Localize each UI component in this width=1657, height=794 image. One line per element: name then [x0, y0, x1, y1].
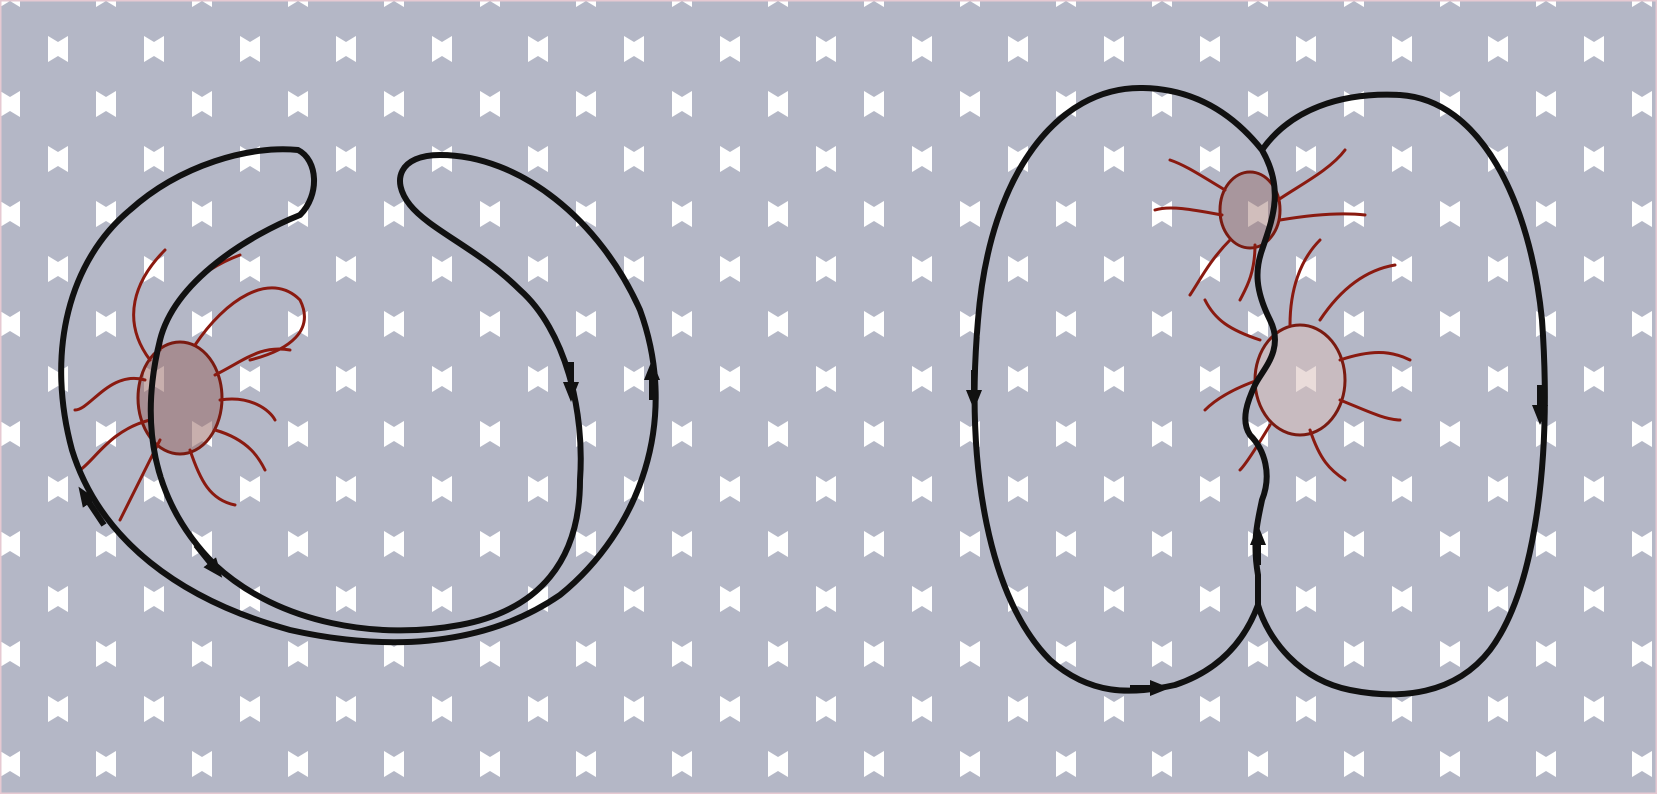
diagram-canvas [0, 0, 1657, 794]
figure [0, 0, 1657, 794]
honeycomb-background [0, 0, 1657, 794]
